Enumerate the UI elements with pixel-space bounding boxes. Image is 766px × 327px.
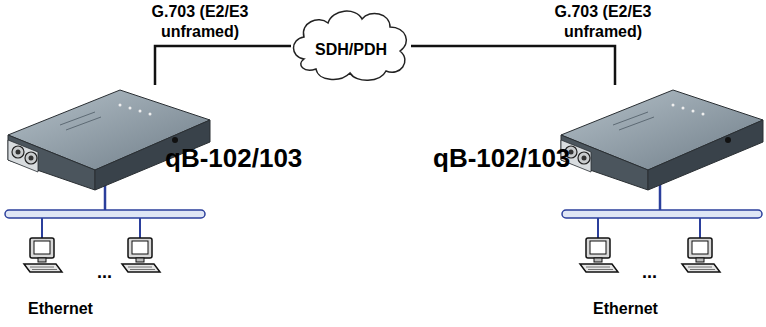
ellipsis-mark: ... <box>642 262 657 283</box>
ellipsis-mark: ... <box>97 262 112 283</box>
link-label: G.703 (E2/E3 unframed) <box>125 2 275 42</box>
link-label: G.703 (E2/E3 unframed) <box>528 2 678 42</box>
converter-device: qB-102/103 <box>420 85 765 193</box>
network-label: Ethernet <box>28 300 93 318</box>
device-name: qB-102/103 <box>433 143 570 174</box>
network-name: SDH/PDH <box>315 41 387 59</box>
g703-link <box>411 46 615 85</box>
network-cloud: SDH/PDH <box>290 5 412 83</box>
network-label: Ethernet <box>593 300 658 318</box>
device-name: qB-102/103 <box>165 143 302 174</box>
converter-device: qB-102/103 <box>5 85 340 193</box>
g703-link <box>155 46 291 85</box>
